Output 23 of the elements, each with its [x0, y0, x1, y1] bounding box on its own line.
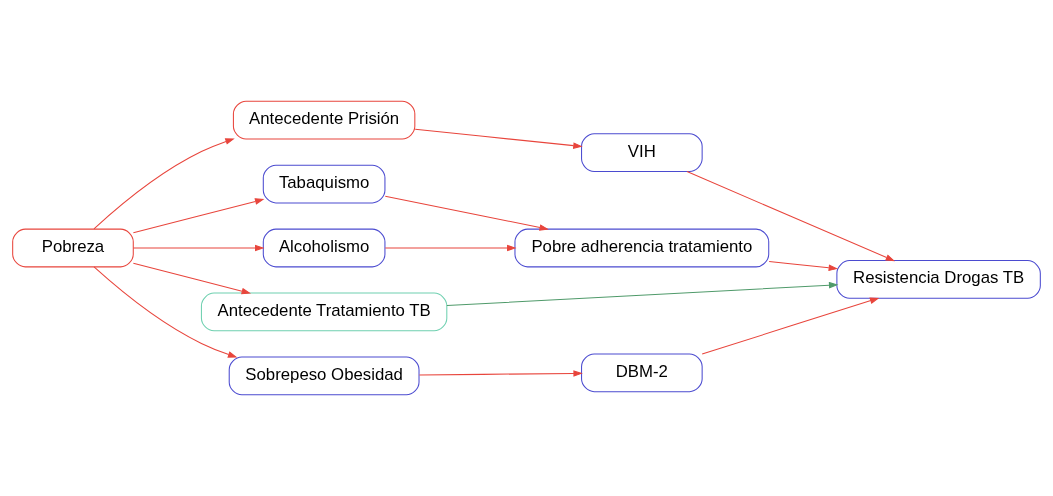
- arrow: [701, 297, 880, 355]
- arrow: [384, 244, 517, 252]
- arrow: [132, 198, 265, 234]
- node-box: Pobre adherencia tratamiento: [514, 228, 770, 268]
- arrow: [414, 128, 583, 149]
- node-box: Tabaquismo: [262, 164, 386, 204]
- arrow: [384, 195, 549, 231]
- arrow: [418, 370, 583, 377]
- arrow: [132, 244, 265, 252]
- node-box: Antecedente Prisión: [232, 100, 416, 140]
- arrow: [132, 262, 252, 295]
- node-box: Resistencia Drogas TB: [836, 260, 1041, 299]
- node-box: Sobrepeso Obesidad: [228, 356, 420, 396]
- node-box: Pobreza: [12, 228, 134, 268]
- node-box: Alcoholismo: [262, 228, 386, 268]
- arrow: [93, 266, 238, 358]
- node-box: Antecedente Tratamiento TB: [200, 292, 448, 332]
- arrow: [686, 171, 896, 262]
- arrow: [446, 281, 839, 307]
- node-box: DBM-2: [581, 353, 703, 393]
- arrow: [93, 138, 235, 230]
- arrow: [768, 260, 839, 272]
- node-box: VIH: [581, 133, 703, 172]
